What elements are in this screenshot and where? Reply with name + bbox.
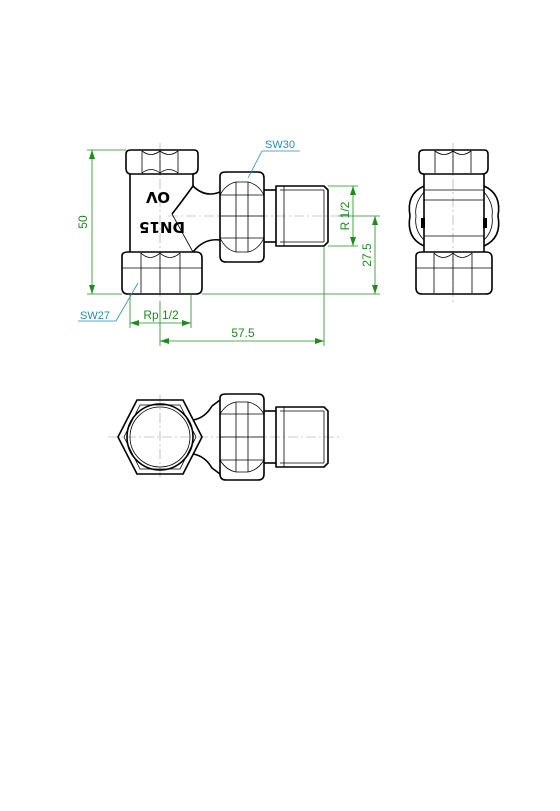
- dimension-length: 57.5: [159, 246, 325, 346]
- top-view: [108, 393, 340, 481]
- callout-sw27: SW27: [78, 282, 139, 322]
- dim-50-label: 50: [76, 215, 90, 229]
- dn15-marking: DN15: [139, 218, 185, 236]
- ov-marking: OV: [146, 188, 170, 206]
- valve-body: OV DN15: [129, 174, 221, 253]
- dimension-height: 50: [76, 149, 126, 295]
- dim-575-label: 57.5: [231, 326, 255, 340]
- dim-275-label: 27.5: [360, 243, 374, 267]
- sw27-label: SW27: [80, 310, 110, 322]
- dim-rp12-label: Rp 1/2: [143, 308, 179, 322]
- callout-sw30: SW30: [247, 139, 300, 179]
- front-view: OV DN15: [76, 139, 380, 346]
- dimension-thread-rp: Rp 1/2: [129, 294, 192, 328]
- union-nut: [219, 171, 265, 263]
- dimension-offset: 27.5: [202, 215, 380, 295]
- sw30-label: SW30: [265, 139, 295, 151]
- top-hex-nut: [125, 149, 199, 175]
- top-view-hex: [117, 399, 203, 475]
- side-view: [408, 143, 500, 302]
- bottom-hex-nut: [121, 251, 203, 295]
- threaded-tailpiece: [264, 185, 329, 247]
